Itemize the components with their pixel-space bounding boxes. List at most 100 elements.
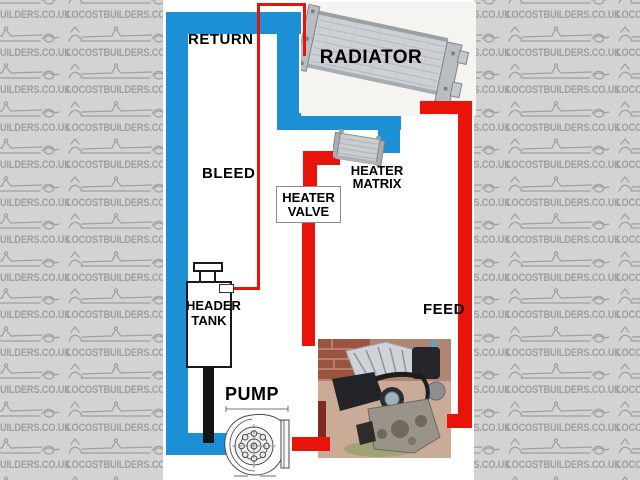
- locost-car-sketch-icon: [0, 0, 58, 5]
- watermark-tile: LOCOSTBUILDERS.CO.UK: [615, 0, 640, 24]
- locost-car-sketch-icon: [0, 250, 60, 268]
- header-tank-body: [186, 281, 232, 368]
- watermark-text: LOCOSTBUILDERS.CO.UK: [506, 46, 621, 59]
- locost-car-sketch-icon: [618, 138, 640, 154]
- locost-car-sketch-icon: [68, 175, 170, 193]
- watermark-tile: LOCOSTBUILDERS.CO.UK: [615, 436, 640, 474]
- watermark-tile: LOCOSTBUILDERS.CO.UK: [505, 136, 621, 174]
- locost-car-sketch-icon: [508, 438, 610, 455]
- watermark-text: LOCOSTBUILDERS.CO.UK: [0, 159, 71, 171]
- watermark-text: LOCOSTBUILDERS.CO.UK: [66, 421, 181, 434]
- locost-car-sketch-icon: [618, 325, 640, 342]
- watermark-tile: LOCOSTBUILDERS.CO.UK: [65, 399, 181, 437]
- locost-car-sketch-icon: [508, 400, 610, 418]
- locost-car-sketch-icon: [0, 288, 60, 305]
- watermark-tile: LOCOSTBUILDERS.CO.UK: [65, 249, 181, 287]
- watermark-text: LOCOSTBUILDERS.CO.UK: [66, 384, 181, 396]
- watermark-text: LOCOSTBUILDERS.CO.UK: [0, 271, 71, 284]
- pipe-feed-engine-stub: [447, 414, 472, 428]
- locost-car-sketch-icon: [508, 363, 610, 380]
- watermark-text: LOCOSTBUILDERS.CO.UK: [506, 196, 621, 209]
- watermark-tile: LOCOSTBUILDERS.CO.UK: [0, 99, 71, 137]
- locost-car-sketch-icon: [618, 175, 640, 192]
- locost-car-sketch-icon: [68, 63, 170, 80]
- watermark-text: LOCOSTBUILDERS.CO.UK: [0, 84, 71, 96]
- watermark-text: LOCOSTBUILDERS.CO.UK: [0, 121, 71, 134]
- watermark-text: LOCOSTBUILDERS.CO.UK: [506, 384, 621, 396]
- radiator-label: RADIATOR: [319, 47, 423, 68]
- locost-car-sketch-icon: [621, 475, 629, 480]
- watermark-tile: LOCOSTBUILDERS.CO.UK: [65, 99, 181, 137]
- heater-valve-label-line2: VALVE: [287, 203, 330, 219]
- watermark-text: LOCOSTBUILDERS.CO.UK: [0, 346, 71, 359]
- locost-car-sketch-icon: [0, 63, 60, 80]
- watermark-text: LOCOSTBUILDERS.CO.UK: [616, 346, 640, 359]
- watermark-tile: LOCOSTBUILDERS.CO.UK: [65, 174, 181, 212]
- watermark-text: LOCOSTBUILDERS.CO.UK: [0, 196, 71, 209]
- heater-valve-label-line1: HEATER: [282, 189, 335, 205]
- watermark-tile: LOCOSTBUILDERS.CO.UK: [65, 61, 181, 99]
- watermark-text: LOCOSTBUILDERS.CO.UK: [66, 271, 181, 284]
- watermark-tile: LOCOSTBUILDERS.CO.UK: [505, 474, 615, 480]
- locost-car-sketch-icon: [508, 175, 610, 193]
- watermark-text: LOCOSTBUILDERS.CO.UK: [506, 421, 621, 434]
- locost-car-sketch-icon: [618, 438, 640, 454]
- watermark-text: LOCOSTBUILDERS.CO.UK: [66, 159, 181, 171]
- watermark-text: LOCOSTBUILDERS.CO.UK: [66, 459, 181, 471]
- watermark-tile: LOCOSTBUILDERS.CO.UK: [0, 286, 71, 324]
- radiator-photo: [301, 2, 476, 116]
- locost-car-sketch-icon: [68, 325, 170, 343]
- watermark-tile: LOCOSTBUILDERS.CO.UK: [505, 211, 621, 249]
- watermark-tile: LOCOSTBUILDERS.CO.UK: [505, 174, 621, 212]
- watermark-text: LOCOSTBUILDERS.CO.UK: [0, 234, 71, 246]
- header-tank-label: HEADER TANK: [186, 298, 241, 328]
- feed-label: FEED: [423, 301, 466, 318]
- watermark-text: LOCOSTBUILDERS.CO.UK: [66, 121, 181, 134]
- engine-photo: [318, 339, 451, 458]
- pipe-pump-outlet: [292, 437, 330, 451]
- watermark-tile: LOCOSTBUILDERS.CO.UK: [0, 249, 71, 287]
- watermark-text: LOCOSTBUILDERS.CO.UK: [506, 159, 621, 171]
- watermark-tile: LOCOSTBUILDERS.CO.UK: [615, 24, 640, 62]
- watermark-text: LOCOSTBUILDERS.CO.UK: [0, 421, 71, 434]
- locost-car-sketch-icon: [68, 138, 170, 155]
- watermark-text: LOCOSTBUILDERS.CO.UK: [66, 309, 181, 321]
- locost-car-sketch-icon: [0, 100, 60, 118]
- locost-car-sketch-icon: [508, 138, 610, 155]
- watermark-text: LOCOSTBUILDERS.CO.UK: [66, 46, 181, 59]
- bleed-label: BLEED: [202, 165, 256, 182]
- pipe-heater-return: [277, 113, 401, 130]
- watermark-tile: LOCOSTBUILDERS.CO.UK: [0, 136, 71, 174]
- watermark-text: LOCOSTBUILDERS.CO.UK: [616, 46, 640, 59]
- watermark-tile: LOCOSTBUILDERS.CO.UK: [615, 249, 640, 287]
- watermark-tile: LOCOSTBUILDERS.CO.UK: [65, 211, 181, 249]
- pipe-valve-to-matrix-horizontal: [303, 151, 340, 165]
- locost-car-sketch-icon: [511, 475, 559, 480]
- heater-matrix-label-line1: HEATER: [350, 163, 404, 178]
- pipe-engine-to-valve: [302, 220, 315, 346]
- locost-car-sketch-icon: [618, 250, 640, 267]
- locost-car-sketch-icon: [618, 288, 640, 304]
- watermark-text: LOCOSTBUILDERS.CO.UK: [66, 84, 181, 96]
- watermark-text: LOCOSTBUILDERS.CO.UK: [0, 46, 71, 59]
- pipe-feed-vertical: [458, 101, 472, 428]
- locost-car-sketch-icon: [71, 475, 119, 480]
- locost-car-sketch-icon: [0, 363, 60, 380]
- pipe-return-left: [166, 12, 188, 455]
- locost-car-sketch-icon: [0, 25, 60, 43]
- watermark-tile: LOCOSTBUILDERS.CO.UK: [0, 0, 71, 24]
- watermark-tile: LOCOSTBUILDERS.CO.UK: [505, 249, 621, 287]
- watermark-text: LOCOSTBUILDERS.CO.UK: [0, 459, 71, 471]
- watermark-tile: LOCOSTBUILDERS.CO.UK: [505, 286, 621, 324]
- locost-car-sketch-icon: [68, 438, 170, 455]
- locost-car-sketch-icon: [618, 400, 640, 417]
- watermark-tile: LOCOSTBUILDERS.CO.UK: [65, 324, 181, 362]
- watermark-text: LOCOSTBUILDERS.CO.UK: [616, 234, 640, 246]
- locost-car-sketch-icon: [0, 175, 60, 193]
- watermark-tile: LOCOSTBUILDERS.CO.UK: [505, 0, 621, 24]
- pipe-radiator-drop: [277, 30, 299, 115]
- watermark-tile: LOCOSTBUILDERS.CO.UK: [615, 211, 640, 249]
- watermark-text: LOCOSTBUILDERS.CO.UK: [0, 309, 71, 321]
- header-tank-label-line1: HEADER: [186, 298, 241, 313]
